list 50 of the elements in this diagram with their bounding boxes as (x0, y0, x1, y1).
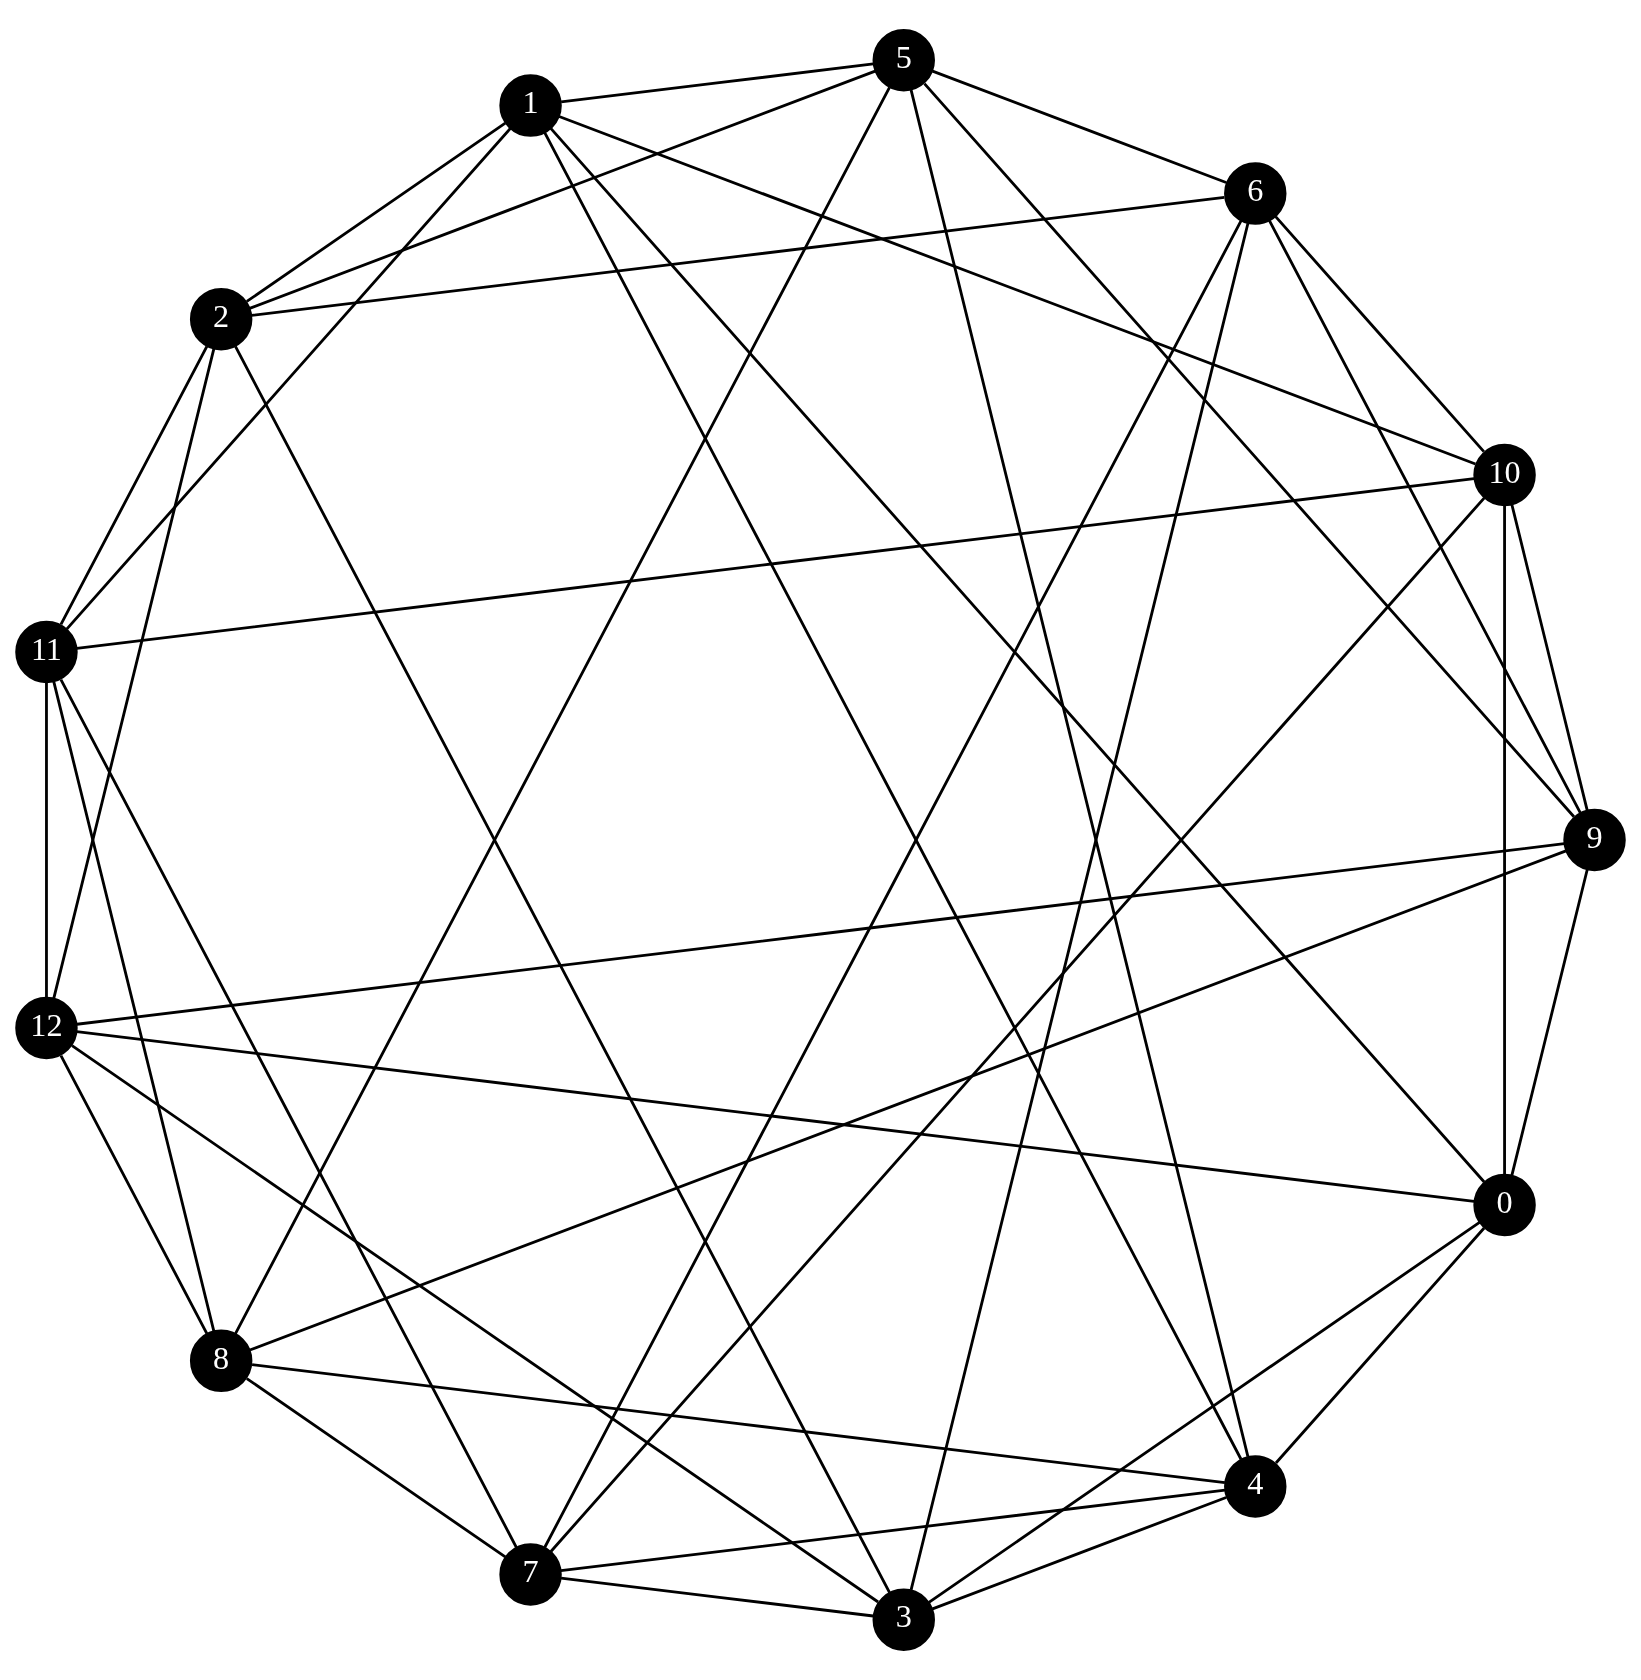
connector (928, 1221, 1481, 1604)
node-circle: 8 (189, 1329, 253, 1393)
connector (1268, 219, 1582, 814)
connector (251, 1363, 1226, 1485)
node-circle: 9 (1563, 808, 1626, 872)
connector (76, 1030, 1475, 1203)
node-circle: 4 (1224, 1455, 1287, 1518)
connector (234, 345, 891, 1594)
node-circle: 5 (872, 29, 935, 92)
connector (52, 348, 216, 999)
connector (549, 127, 1486, 1183)
connector (923, 82, 1575, 818)
connector (1510, 869, 1589, 1176)
connector (65, 127, 512, 631)
connector (249, 849, 1567, 1352)
connector (71, 1044, 879, 1604)
connector (909, 222, 1250, 1591)
node-circle: 12 (15, 996, 78, 1060)
connector (246, 121, 507, 303)
connector (251, 195, 1225, 317)
node-circle: 1 (499, 74, 562, 137)
connector (246, 1377, 507, 1559)
connector (76, 477, 1475, 650)
connector (234, 86, 891, 1335)
node-circle: 11 (15, 620, 78, 684)
connector (249, 69, 876, 310)
connector (932, 69, 1227, 184)
connector (52, 681, 216, 1332)
connector (1274, 1227, 1486, 1464)
connector (1510, 504, 1589, 811)
node-circle: 3 (872, 1588, 935, 1651)
connector (1503, 505, 1506, 1175)
connector (558, 115, 1476, 466)
connector (932, 1496, 1227, 1611)
node-circle: 7 (499, 1543, 562, 1606)
connector (45, 682, 48, 998)
node-circle: 6 (1224, 162, 1287, 225)
node-circle: 0 (1473, 1173, 1536, 1237)
connector (59, 678, 518, 1548)
connector (59, 345, 209, 626)
connector (909, 89, 1250, 1457)
connector (560, 1576, 874, 1618)
connector (59, 1054, 209, 1335)
node-circle: 2 (189, 287, 253, 351)
connector (549, 496, 1486, 1553)
connector (1274, 215, 1485, 453)
connector (560, 1488, 1226, 1573)
connector (560, 62, 874, 104)
connector (76, 842, 1565, 1026)
node-circle: 10 (1473, 443, 1536, 507)
